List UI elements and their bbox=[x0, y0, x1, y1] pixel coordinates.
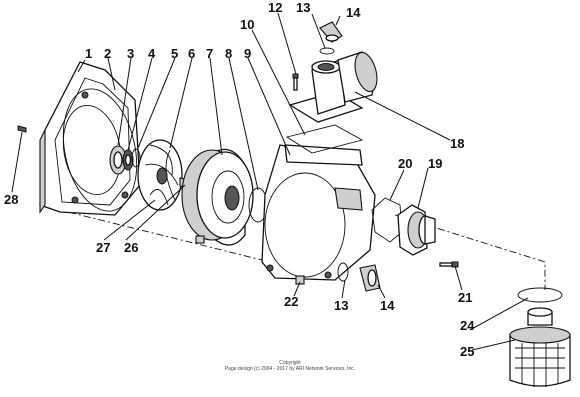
callout-7: 7 bbox=[206, 46, 213, 61]
top-plug[interactable] bbox=[319, 21, 343, 55]
callout-24: 24 bbox=[460, 318, 475, 333]
callout-6: 6 bbox=[188, 46, 195, 61]
callout-19: 19 bbox=[428, 156, 442, 171]
rear-cover-plate[interactable] bbox=[39, 61, 141, 216]
outlet-elbow[interactable] bbox=[311, 50, 381, 115]
callout-12: 12 bbox=[268, 0, 282, 15]
pump-casing[interactable] bbox=[261, 144, 376, 285]
inlet-bolt[interactable] bbox=[439, 261, 459, 268]
inlet-axis-line bbox=[394, 214, 546, 290]
gasket-ring[interactable] bbox=[53, 82, 147, 218]
suction-strainer[interactable] bbox=[509, 307, 571, 387]
callout-3: 3 bbox=[127, 46, 134, 61]
hose-clamp[interactable] bbox=[517, 287, 563, 303]
volute-ring[interactable] bbox=[181, 148, 254, 246]
callout-8: 8 bbox=[225, 46, 232, 61]
callout-20: 20 bbox=[398, 156, 412, 171]
callout-13-bottom: 13 bbox=[334, 298, 348, 313]
inlet-gasket[interactable] bbox=[371, 197, 403, 243]
callout-22: 22 bbox=[284, 294, 298, 309]
mechanical-seal[interactable] bbox=[109, 145, 141, 175]
callout-18: 18 bbox=[450, 136, 464, 151]
callout-21: 21 bbox=[458, 290, 472, 305]
callout-14-top: 14 bbox=[346, 5, 361, 20]
callout-28: 28 bbox=[4, 192, 18, 207]
copyright-line: Copyright bbox=[279, 360, 301, 366]
leader-lines bbox=[11, 12, 529, 351]
callout-labels: 1 2 3 4 5 6 7 8 9 10 12 13 14 18 19 20 2… bbox=[4, 0, 475, 359]
drain-plug[interactable] bbox=[337, 262, 381, 292]
callout-25: 25 bbox=[460, 344, 474, 359]
inlet-flange[interactable] bbox=[397, 204, 436, 256]
callout-10: 10 bbox=[240, 17, 254, 32]
callout-26: 26 bbox=[124, 240, 138, 255]
callout-27: 27 bbox=[96, 240, 110, 255]
callout-2: 2 bbox=[104, 46, 111, 61]
center-axis-line bbox=[39, 204, 271, 263]
top-gasket[interactable] bbox=[285, 124, 364, 154]
page-design-line: Page design (c) 2004 - 2017 by ARI Netwo… bbox=[224, 366, 356, 372]
copyright-footer: Copyright Page design (c) 2004 - 2017 by… bbox=[0, 360, 580, 372]
outlet-bolt[interactable] bbox=[292, 73, 299, 91]
callout-14-bottom: 14 bbox=[380, 298, 395, 313]
callout-13-top: 13 bbox=[296, 0, 310, 15]
callout-9: 9 bbox=[244, 46, 251, 61]
callout-4: 4 bbox=[148, 46, 156, 61]
callout-5: 5 bbox=[171, 46, 178, 61]
callout-1: 1 bbox=[85, 46, 92, 61]
pin[interactable] bbox=[17, 125, 27, 133]
